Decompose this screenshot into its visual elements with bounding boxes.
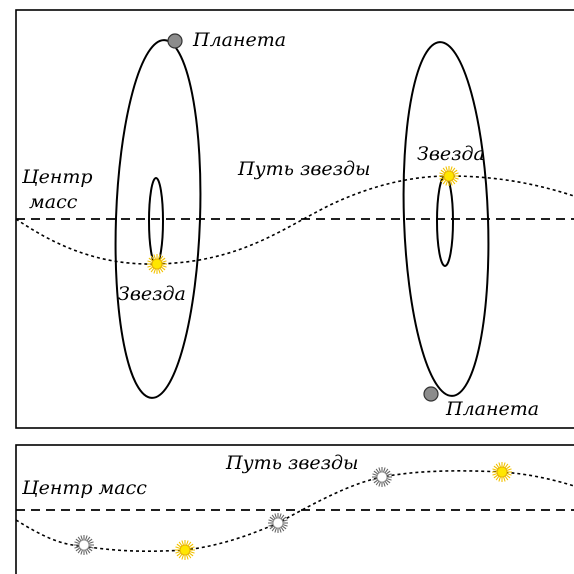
star-right-icon: [439, 166, 459, 186]
star-path-top: [15, 175, 574, 265]
star-left-icon: [147, 254, 167, 274]
top-panel: Планета Планета Звезда Звезда Центр масс…: [15, 9, 574, 429]
bottom-panel-frame: [15, 444, 574, 574]
bottom-panel: Центр масс Путь звезды: [15, 444, 574, 574]
ghost-star-1-icon: [74, 535, 94, 555]
planet-orbit-left: [114, 39, 202, 399]
star-bottom-1-icon: [175, 540, 195, 560]
center-of-mass-label-top-line1: Центр: [21, 166, 93, 188]
star-left-label: Звезда: [118, 283, 186, 305]
planet-orbit-right: [402, 41, 490, 397]
star-orbit-right: [436, 175, 454, 267]
star-bottom-2-icon: [492, 462, 512, 482]
planet-top-icon: [167, 33, 183, 49]
star-path-label-top: Путь звезды: [237, 158, 371, 180]
center-of-mass-label-bottom: Центр масс: [21, 477, 147, 499]
star-path-label-bottom: Путь звезды: [225, 452, 359, 474]
star-right-label: Звезда: [417, 143, 485, 165]
planet-bottom-icon: [423, 386, 439, 402]
center-of-mass-label-top-line2: масс: [29, 191, 78, 213]
ghost-star-3-icon: [372, 467, 392, 487]
ghost-star-2-icon: [268, 513, 288, 533]
planet-top-label: Планета: [192, 29, 286, 51]
star-orbit-left: [148, 177, 164, 265]
planet-bottom-label: Планета: [445, 398, 539, 420]
